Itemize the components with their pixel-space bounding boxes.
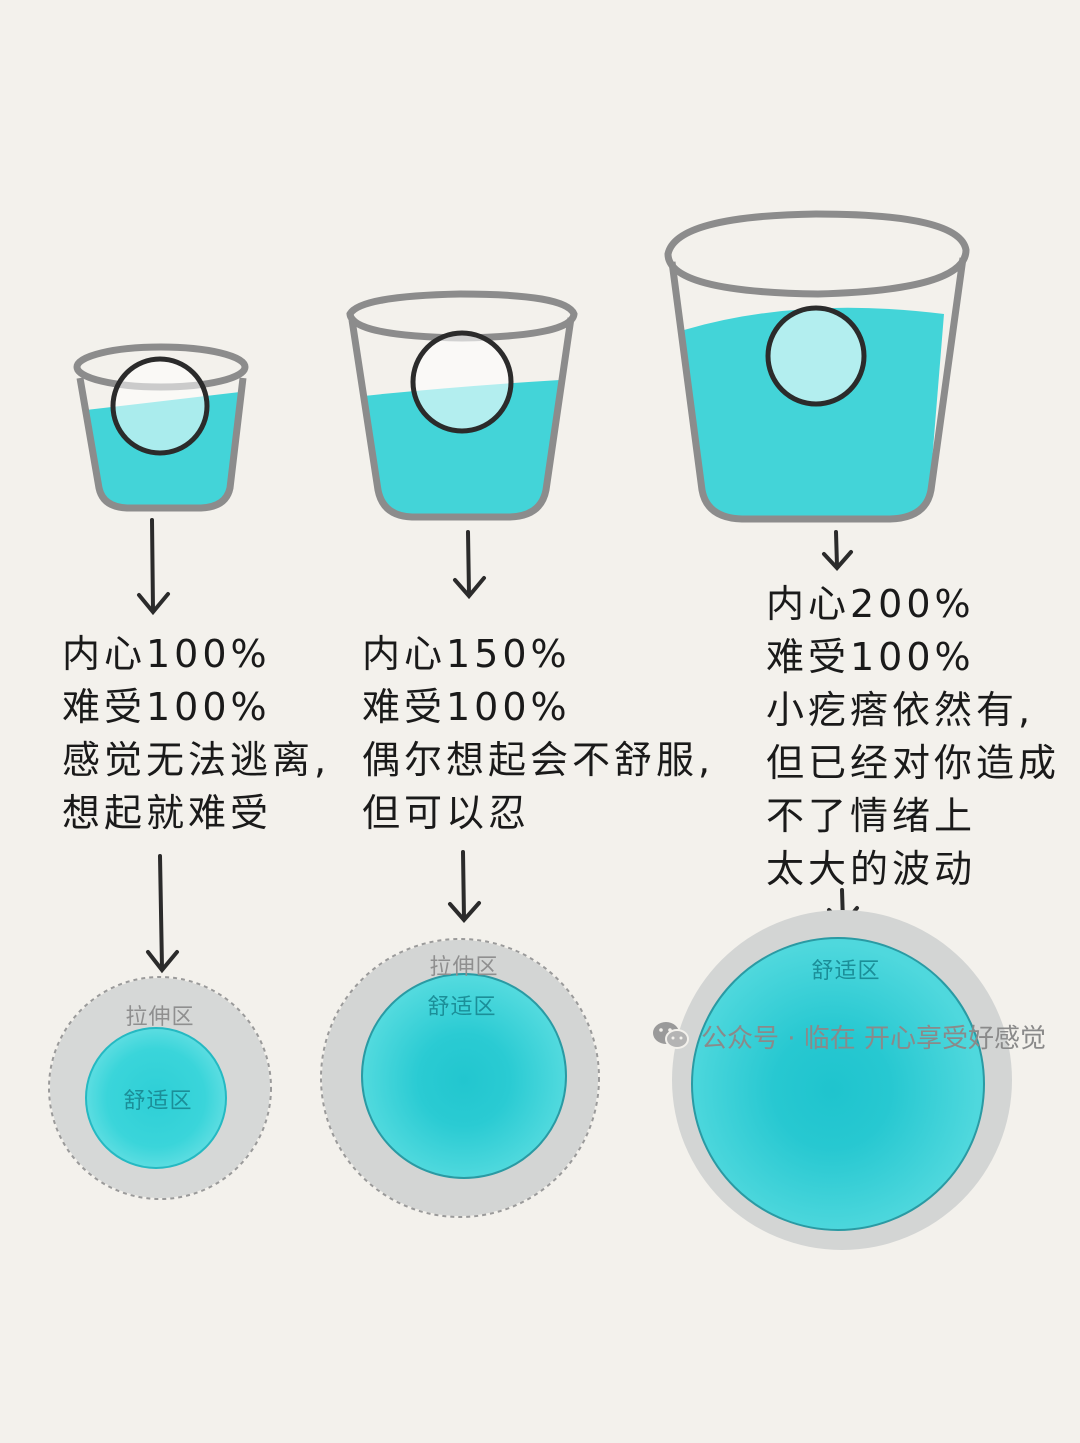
- arrow-cup-to-text-1: [137, 518, 170, 616]
- cup-small: [73, 343, 249, 512]
- cup-large: [664, 210, 970, 523]
- text-2-line-2: 难受100%: [362, 685, 571, 729]
- text-2-line-3: 偶尔想起会不舒服,: [362, 738, 715, 782]
- text-1-line-3: 感觉无法逃离,: [62, 738, 331, 782]
- zone-diagram-2: 拉伸区 舒适区: [320, 938, 600, 1218]
- cup-medium-ball: [410, 330, 514, 434]
- cup-large-ball: [765, 305, 867, 407]
- zone-diagram-1: 拉伸区 舒适区: [48, 976, 272, 1200]
- comfort-zone-1: [85, 1027, 227, 1169]
- cup-medium-rim: [346, 290, 578, 342]
- stretch-zone-2-border: [320, 938, 600, 1218]
- cup-large-water: [684, 307, 944, 518]
- arrow-text-to-zone-2: [448, 850, 481, 924]
- zone-diagram-3: 舒适区: [672, 910, 1012, 1250]
- comfort-zone-2-label: 舒适区: [427, 995, 496, 1020]
- stretch-zone-1-label: 拉伸区: [125, 1005, 194, 1030]
- stretch-zone-2-label: 拉伸区: [429, 955, 498, 980]
- text-3-line-3: 小疙瘩依然有,: [766, 688, 1035, 732]
- text-1-line-1: 内心100%: [62, 632, 271, 676]
- cup-small-glass: [76, 377, 247, 512]
- cup-medium: [346, 290, 578, 521]
- watermark-text: 公众号 · 临在 开心享受好感觉: [700, 1023, 1046, 1054]
- comfort-zone-3: [691, 937, 985, 1231]
- text-1-line-2: 难受100%: [62, 685, 271, 729]
- cup-large-glass: [668, 257, 967, 523]
- arrow-cup-to-text-3: [822, 530, 853, 571]
- text-3-line-5: 不了情绪上: [766, 794, 977, 838]
- arrow-cup-to-text-2: [453, 530, 486, 600]
- text-2-line-4: 但可以忍: [362, 791, 531, 835]
- stretch-zone-1-border: [48, 976, 272, 1200]
- wechat-icon: [651, 1020, 691, 1052]
- text-1-line-4: 想起就难受: [62, 791, 273, 835]
- comfort-zone-3-label: 舒适区: [811, 959, 880, 984]
- text-block-1: 内心100% 难受100% 感觉无法逃离, 想起就难受: [62, 628, 330, 840]
- text-block-3: 内心200% 难受100% 小疙瘩依然有, 但已经对你造成 不了情绪上 太大的波…: [766, 578, 1060, 896]
- text-3-line-1: 内心200%: [766, 582, 975, 626]
- comfort-zone-2: [361, 973, 567, 1179]
- text-3-line-4: 但已经对你造成: [766, 741, 1061, 785]
- cup-medium-glass: [348, 317, 575, 521]
- arrow-text-to-zone-1: [146, 854, 179, 974]
- text-block-2: 内心150% 难受100% 偶尔想起会不舒服, 但可以忍: [362, 628, 714, 840]
- text-3-line-6: 太大的波动: [766, 847, 977, 891]
- cup-large-rim: [664, 210, 970, 298]
- cup-small-ball: [110, 356, 210, 456]
- text-3-line-2: 难受100%: [766, 635, 975, 679]
- watermark: 公众号 · 临在 开心享受好感觉: [651, 1016, 1046, 1056]
- text-2-line-1: 内心150%: [362, 632, 571, 676]
- comfort-zone-1-label: 舒适区: [123, 1089, 192, 1114]
- cup-medium-water: [363, 380, 560, 516]
